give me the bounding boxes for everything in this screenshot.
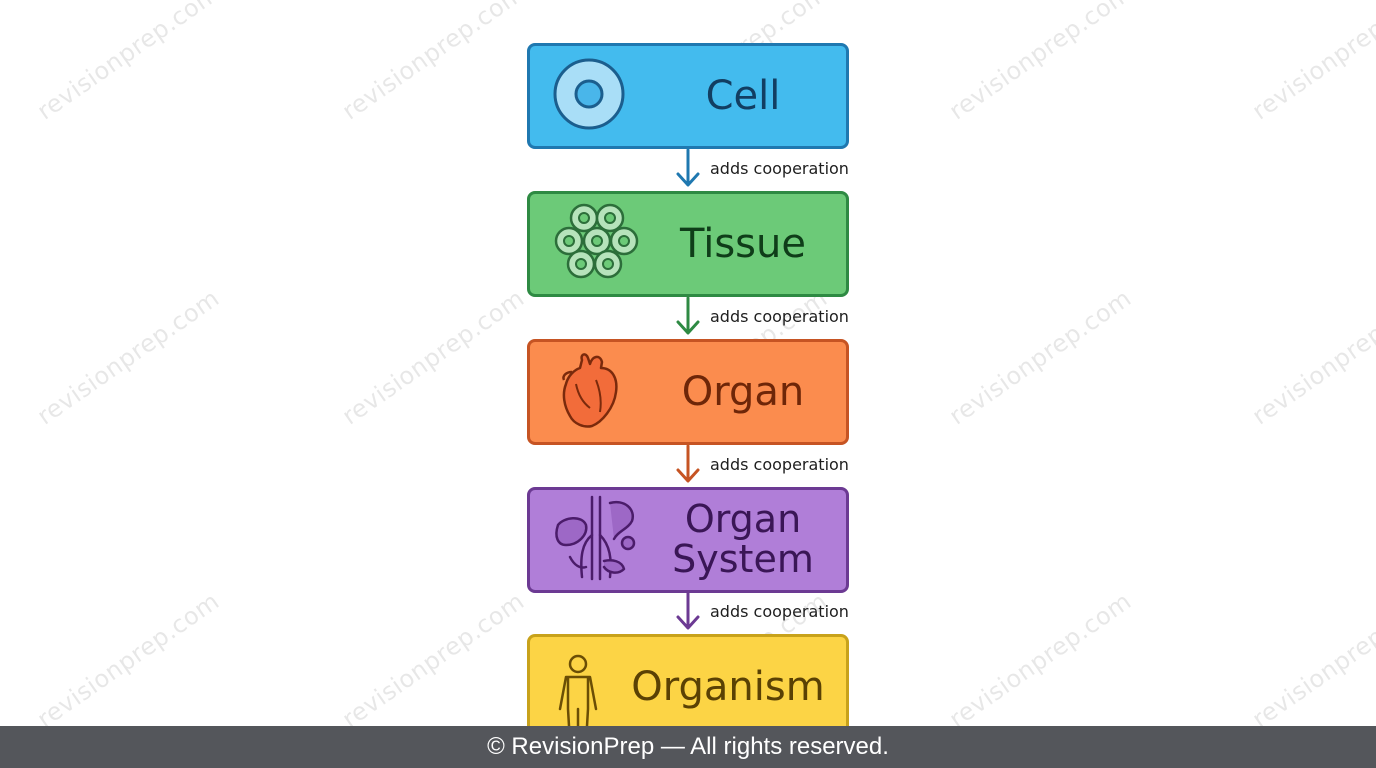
arrow-down-icon bbox=[676, 444, 700, 483]
stage-label: Organ System bbox=[672, 497, 814, 581]
connector-label: adds cooperation bbox=[710, 455, 849, 474]
copyright-footer: © RevisionPrep — All rights reserved. bbox=[0, 726, 1376, 768]
cell-icon bbox=[552, 57, 626, 135]
arrow-down-icon bbox=[676, 148, 700, 187]
connector-label: adds cooperation bbox=[710, 159, 849, 178]
watermark: revisionprep.com bbox=[943, 283, 1137, 431]
stage-organ: Organ bbox=[527, 339, 849, 445]
stage-cell: Cell bbox=[527, 43, 849, 149]
arrow-down-icon bbox=[676, 591, 700, 630]
watermark: revisionprep.com bbox=[31, 283, 225, 431]
watermark: revisionprep.com bbox=[336, 586, 530, 734]
tissue-icon bbox=[552, 203, 642, 285]
watermark: revisionprep.com bbox=[943, 0, 1137, 126]
footer-text: © RevisionPrep — All rights reserved. bbox=[487, 733, 889, 760]
watermark: revisionprep.com bbox=[336, 0, 530, 126]
stage-label: Cell bbox=[705, 73, 781, 119]
stage-organ-system: Organ System bbox=[527, 487, 849, 593]
stage-tissue: Tissue bbox=[527, 191, 849, 297]
connector-label: adds cooperation bbox=[710, 307, 849, 326]
stage-label: Organism bbox=[631, 664, 825, 710]
watermark: revisionprep.com bbox=[1246, 283, 1376, 431]
watermark: revisionprep.com bbox=[336, 283, 530, 431]
digestive-system-icon bbox=[552, 495, 644, 585]
watermark: revisionprep.com bbox=[31, 0, 225, 126]
heart-icon bbox=[552, 350, 626, 434]
connector-label: adds cooperation bbox=[710, 602, 849, 621]
watermark: revisionprep.com bbox=[1246, 0, 1376, 126]
watermark: revisionprep.com bbox=[1246, 586, 1376, 734]
watermark: revisionprep.com bbox=[31, 586, 225, 734]
watermark: revisionprep.com bbox=[943, 586, 1137, 734]
stage-label: Organ bbox=[681, 369, 805, 415]
stage-label: Tissue bbox=[680, 221, 806, 267]
stage-organism: Organism bbox=[527, 634, 849, 745]
arrow-down-icon bbox=[676, 296, 700, 335]
